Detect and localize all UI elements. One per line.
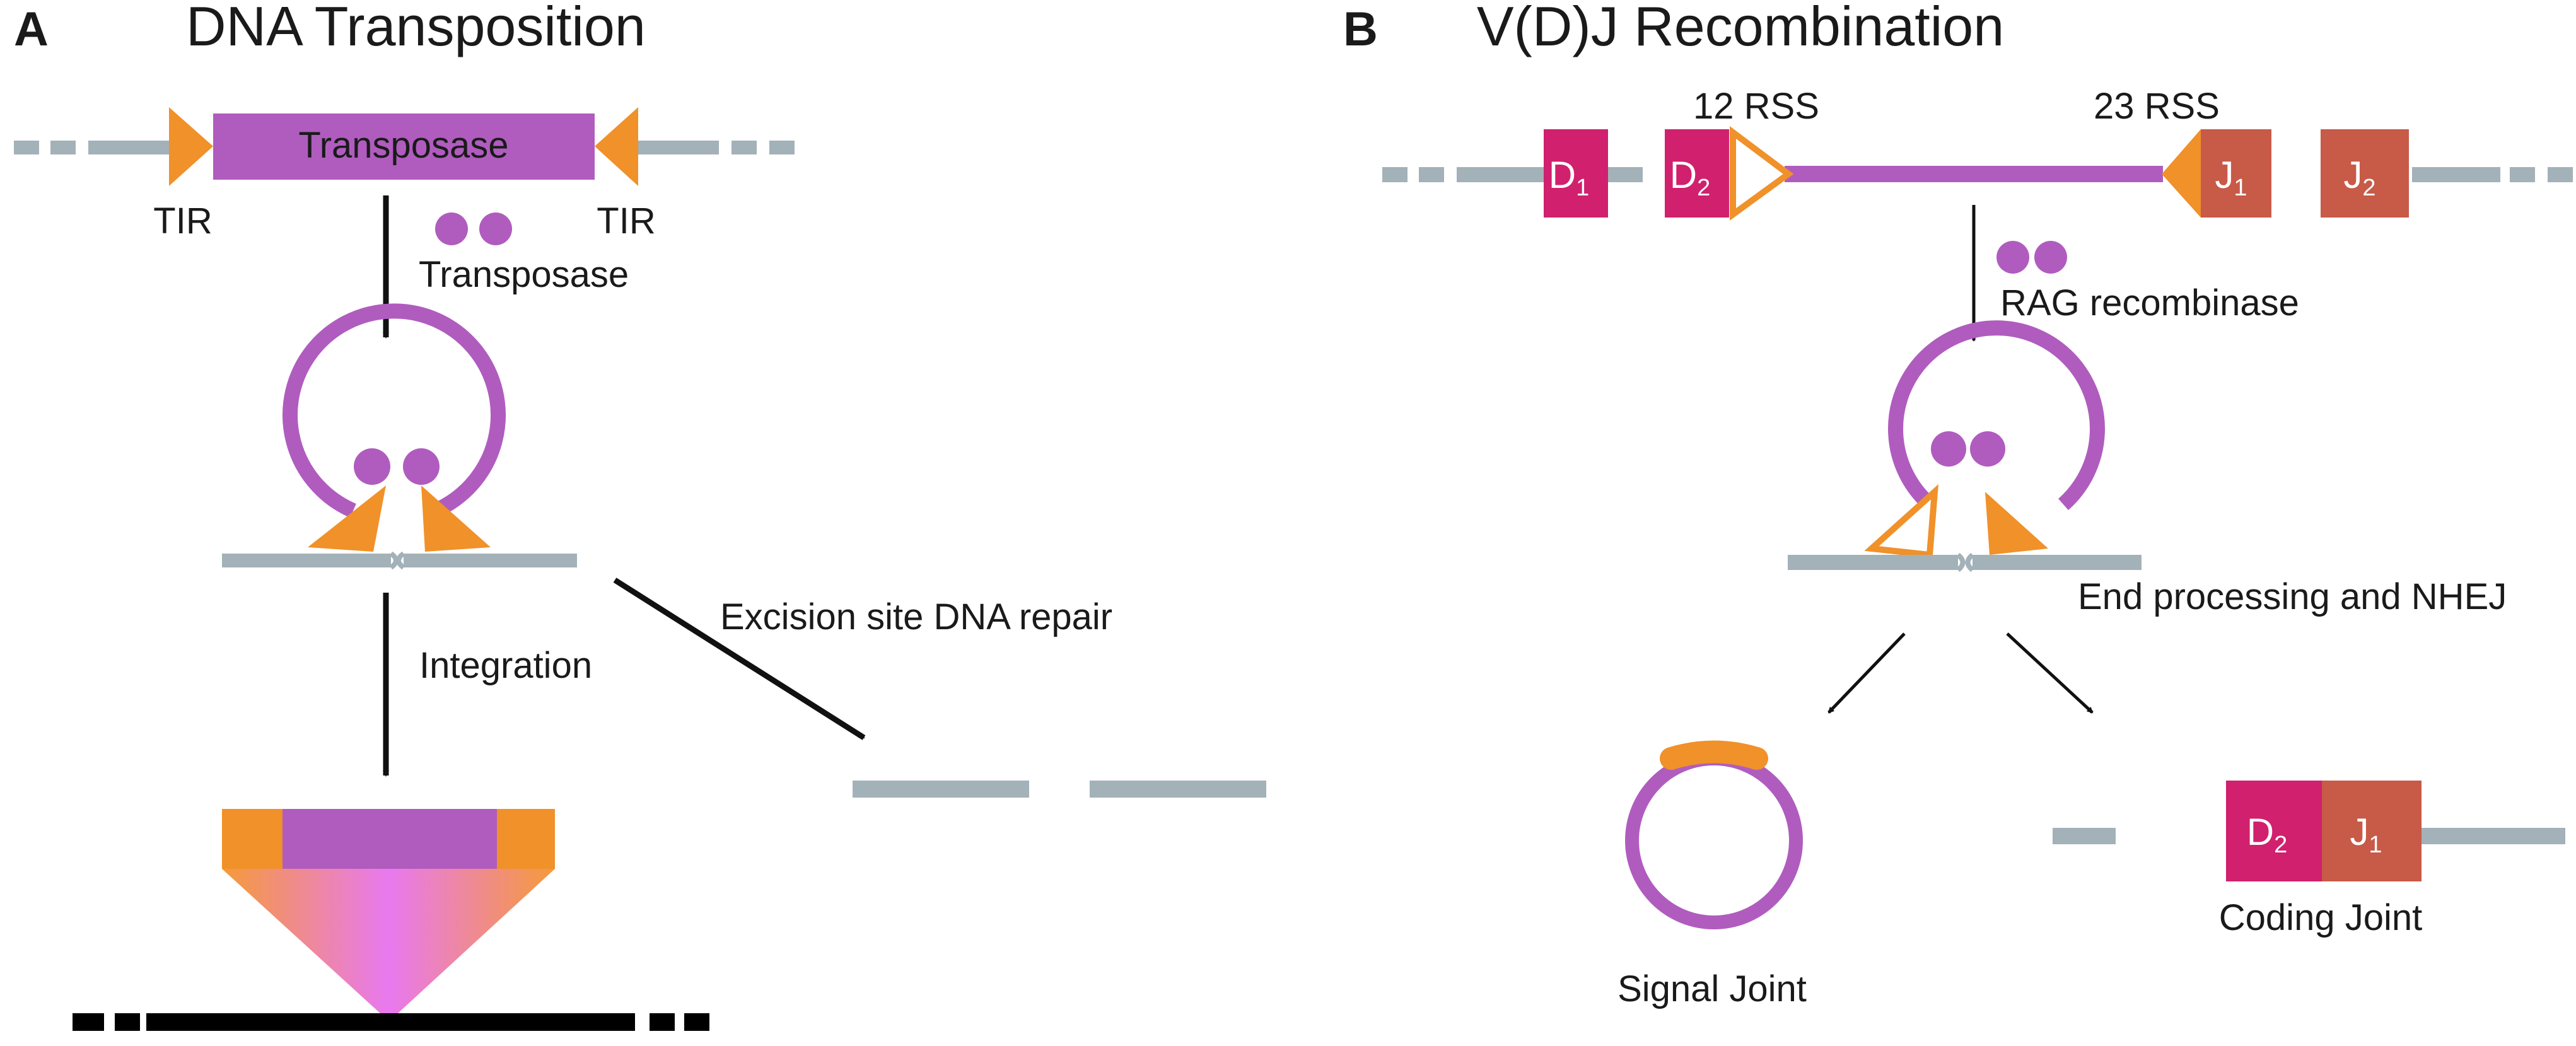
j2-segment-label: J2: [2343, 154, 2375, 201]
rss23-triangle: [2162, 129, 2201, 218]
dna-cut-end: [1965, 552, 1974, 572]
target-dna-strand: [146, 1013, 635, 1031]
dna-cut-right: [404, 554, 577, 567]
target-dna-dash: [115, 1013, 140, 1031]
tir-triangle: [421, 485, 491, 552]
arrow-coding-joint: [2006, 632, 2094, 714]
donor-dna: [14, 141, 795, 154]
transposase-gene: [213, 113, 595, 180]
transposon-loop: [283, 303, 506, 518]
dna-dash: [731, 141, 757, 154]
panel-a-title: DNA Transposition: [186, 0, 646, 57]
tir-right-triangle: [595, 107, 638, 186]
dna-strand: [1457, 167, 1545, 182]
integrated-transposase-gene: [283, 809, 497, 869]
panel-a: A DNA Transposition Transposase TIR TIR …: [14, 0, 1266, 1031]
dna-strand-left: [88, 141, 170, 154]
dna-dash: [2548, 167, 2573, 182]
transposase-monomer: [479, 212, 512, 245]
transposase-gene-label: Transposase: [298, 125, 508, 166]
dna-dash: [769, 141, 795, 154]
coding-joint: D2 J1: [2053, 781, 2565, 881]
j2-segment: [2321, 129, 2409, 218]
signal-joint-circle: [1625, 752, 1803, 929]
coding-dna-right: [2420, 828, 2565, 844]
repair-label: Excision site DNA repair: [720, 596, 1112, 637]
arrow-repair: [613, 578, 866, 740]
d2-segment-label: D2: [1670, 154, 1710, 201]
rag-monomer: [2034, 241, 2067, 274]
dna-cut-right: [1973, 555, 2142, 570]
dna-dash: [1419, 167, 1444, 182]
repaired-dna-left: [853, 781, 1029, 798]
dna-strand-right: [637, 141, 719, 154]
dna-cut-left: [222, 554, 391, 567]
insertion-cone: [222, 869, 555, 1021]
coding-dna-left: [2053, 828, 2116, 844]
arrow-signal-joint: [1827, 632, 1906, 714]
rag-recombinase-label: RAG recombinase: [2000, 282, 2299, 323]
tir-left-triangle: [169, 107, 213, 186]
tir-triangle: [308, 485, 386, 552]
coding-j1-segment: [2322, 781, 2422, 881]
germline-dna: [1382, 167, 2573, 182]
rag-monomer: [1996, 241, 2029, 274]
dna-dash: [50, 141, 76, 154]
panel-b-title: V(D)J Recombination: [1477, 0, 2004, 57]
coding-j1-label: J1: [2350, 811, 2382, 858]
rss12-label: 12 RSS: [1693, 86, 1819, 127]
target-dna: [73, 1013, 709, 1031]
dna-cut-end: [396, 551, 405, 570]
rss12-triangle-complex: [1864, 484, 1938, 559]
signal-joint-label: Signal Joint: [1617, 968, 1807, 1009]
coding-d2-segment: [2226, 781, 2322, 881]
dna-strand: [1608, 167, 1643, 182]
rss12-triangle: [1730, 126, 1794, 221]
dna-dash: [2510, 167, 2535, 182]
transposase-monomer: [354, 448, 390, 485]
panel-a-letter: A: [14, 3, 49, 56]
rag-monomer: [1970, 431, 2005, 467]
dna-cut-end: [1956, 552, 1966, 572]
d2-segment: [1665, 129, 1729, 218]
rag-complex: [1788, 320, 2142, 572]
excision-complex: [222, 303, 577, 570]
transposase-monomer: [435, 212, 468, 245]
rag-monomer: [1931, 431, 1966, 467]
end-processing-label: End processing and NHEJ: [2078, 576, 2507, 617]
panel-b: B V(D)J Recombination 12 RSS 23 RSS D1 D…: [1343, 0, 2573, 1009]
target-dna-dash: [73, 1013, 104, 1031]
j1-segment-label: J1: [2215, 154, 2247, 201]
repaired-dna-right: [1090, 781, 1266, 798]
j1-segment: [2201, 129, 2271, 218]
coding-joint-label: Coding Joint: [2219, 897, 2422, 938]
dna-dash: [1382, 167, 1407, 182]
tir-right-label: TIR: [597, 200, 655, 241]
coding-d2-label: D2: [2247, 811, 2287, 858]
transposase-monomer: [403, 448, 440, 485]
dna-dash: [14, 141, 39, 154]
dna-cut-end: [389, 551, 399, 570]
d1-segment-label: D1: [1549, 154, 1589, 201]
tir-left-label: TIR: [153, 200, 212, 241]
signal-loop: [1888, 320, 2105, 510]
panel-b-letter: B: [1343, 3, 1378, 56]
target-dna-dash: [684, 1013, 709, 1031]
signal-joint-rss: [1660, 740, 1768, 770]
d1-segment: [1544, 129, 1608, 218]
dna-cut-left: [1788, 555, 1958, 570]
transposase-enzyme-label: Transposase: [419, 254, 629, 295]
rss23-label: 23 RSS: [2094, 86, 2220, 127]
integrated-transposon: [222, 809, 555, 1021]
dna-strand: [2412, 167, 2500, 182]
intervening-dna: [1785, 166, 2163, 182]
signal-joint: [1625, 740, 1803, 929]
target-dna-dash: [650, 1013, 675, 1031]
rss23-triangle-complex: [1985, 492, 2048, 555]
integration-label: Integration: [419, 645, 592, 686]
